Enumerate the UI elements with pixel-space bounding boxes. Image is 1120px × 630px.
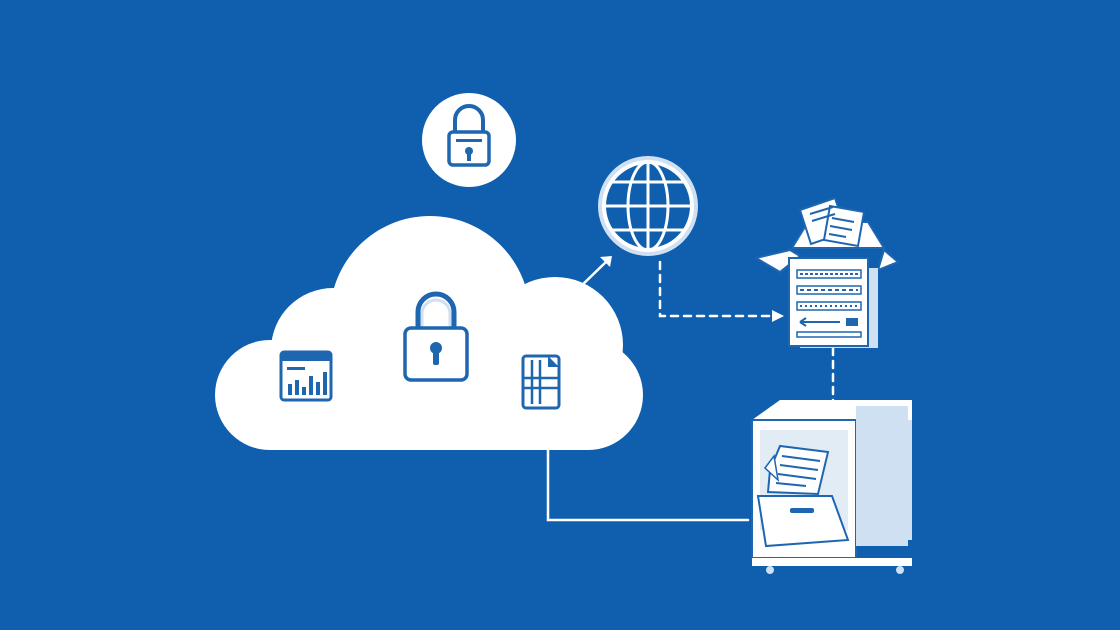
- document-icon: [521, 354, 561, 410]
- dashboard-chart-icon: [279, 350, 333, 402]
- solid-connector-cloud-to-cabinet: [546, 448, 750, 522]
- cabinet-papers-icon: [763, 444, 830, 496]
- server-icon: [788, 257, 878, 348]
- cloud-lock-icon: [403, 291, 469, 382]
- papers-icon: [798, 196, 866, 248]
- file-cabinet-icon: [751, 400, 912, 574]
- arrow-head-server: [772, 310, 784, 322]
- globe-icon: [598, 156, 698, 256]
- floating-lock-icon: [422, 93, 516, 187]
- dashed-connector-globe-to-server: [658, 260, 774, 318]
- cabinet-drawer-icon: [756, 495, 850, 548]
- open-box-icon: [753, 196, 900, 274]
- arrow-head-globe: [600, 256, 612, 267]
